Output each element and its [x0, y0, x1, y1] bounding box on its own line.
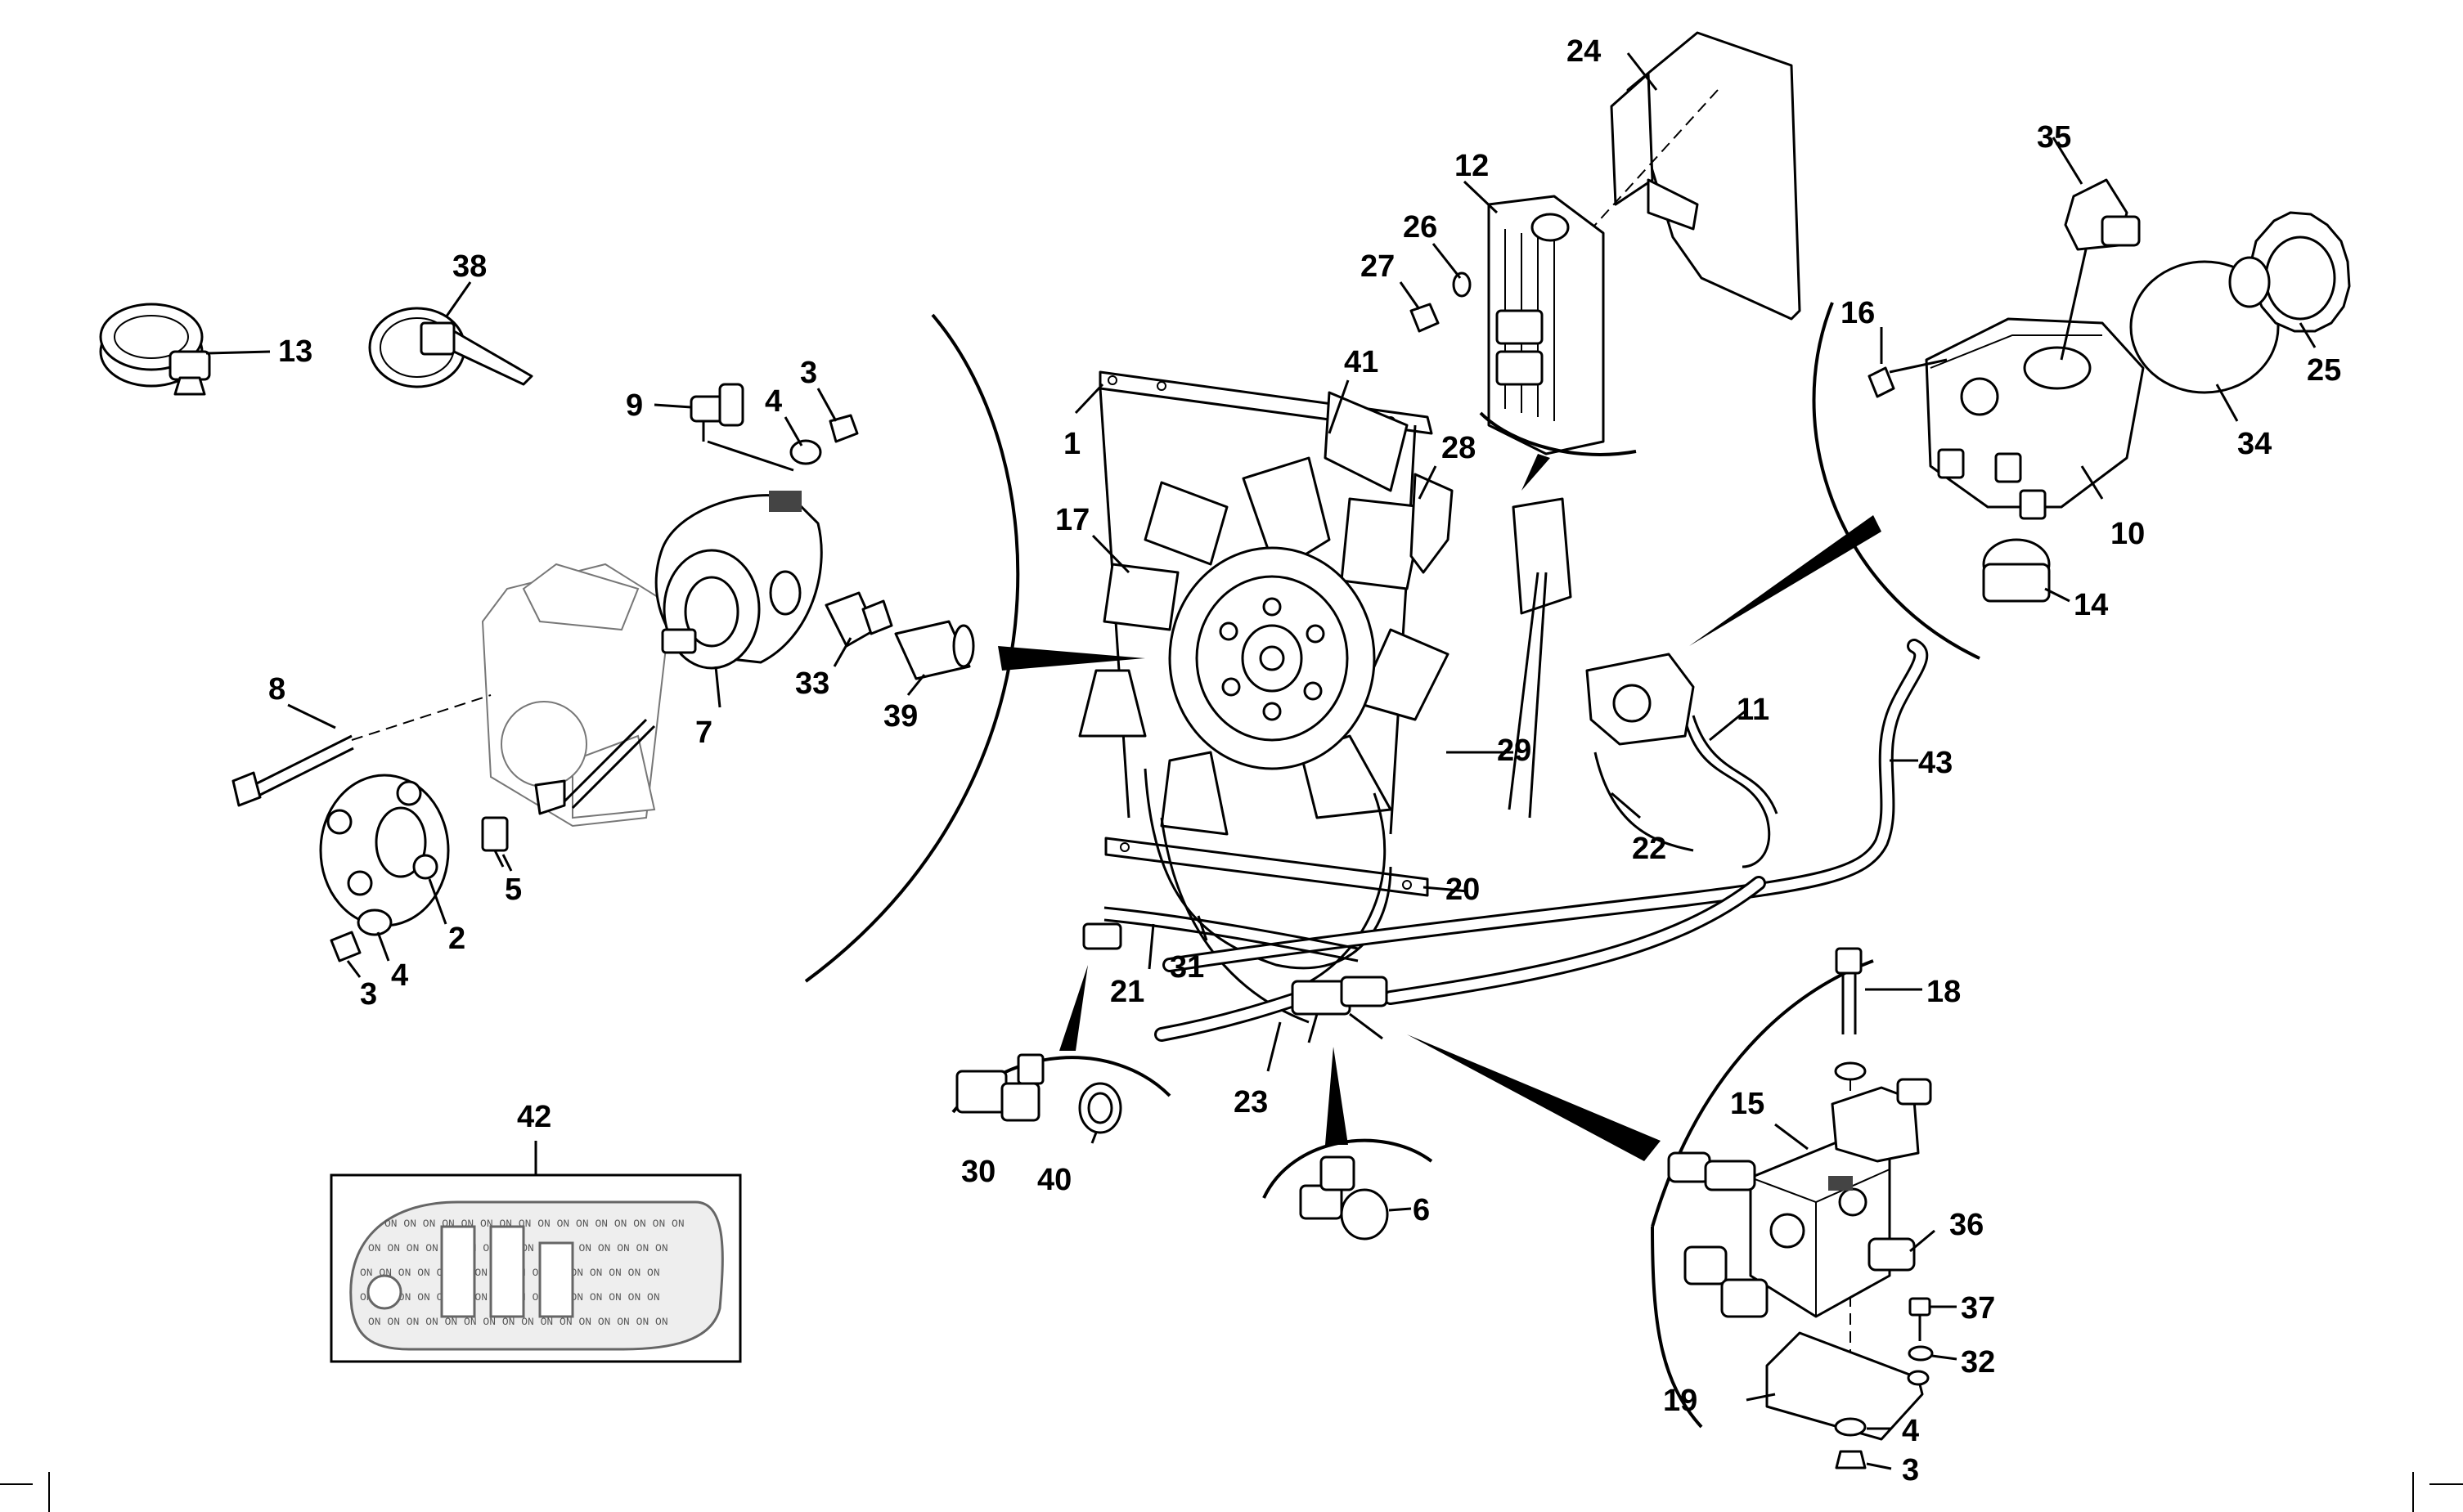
callout-11: 11 [1737, 693, 1769, 727]
fitting-detail-30-40 [951, 1053, 1171, 1134]
callout-37: 37 [1961, 1291, 1995, 1326]
fitting-detail-6 [1262, 1138, 1433, 1241]
callout-26: 26 [1403, 210, 1437, 245]
crop-marks [0, 1472, 2463, 1512]
callout-38: 38 [452, 249, 487, 284]
leader-lines [205, 52, 2317, 1470]
callout-3-bottom: 3 [360, 977, 377, 1012]
callout-5: 5 [505, 873, 522, 907]
callout-41: 41 [1344, 345, 1378, 379]
callout-6: 6 [1413, 1193, 1430, 1227]
callout-40: 40 [1037, 1163, 1072, 1197]
callout-33: 33 [795, 666, 829, 701]
controller-assembly [1409, 31, 1801, 456]
callout-8: 8 [268, 672, 285, 707]
right-pump-detail [1812, 178, 2351, 660]
callout-10: 10 [2110, 517, 2145, 551]
callout-4-bottom: 4 [391, 958, 408, 993]
callout-2: 2 [448, 922, 465, 956]
callout-31: 31 [1170, 950, 1204, 985]
valve-block-detail [1651, 947, 1934, 1469]
callout-21: 21 [1110, 975, 1144, 1009]
callout-1: 1 [1063, 427, 1081, 461]
callout-16: 16 [1841, 296, 1875, 330]
callout-36: 36 [1949, 1208, 1984, 1242]
cable-tie-part [368, 307, 533, 388]
callout-18: 18 [1926, 975, 1961, 1009]
callout-12: 12 [1454, 149, 1489, 183]
callout-43: 43 [1918, 746, 1953, 780]
callout-24: 24 [1566, 34, 1601, 69]
decal-pattern-text: ON ON ON ON ON ON ON ON ON ON ON ON ON O… [384, 1218, 685, 1230]
engine-fan-assembly [1059, 370, 1929, 1161]
callout-9: 9 [626, 388, 643, 423]
callout-23: 23 [1234, 1085, 1268, 1119]
left-pump-assembly [231, 313, 1145, 983]
callout-39: 39 [883, 699, 918, 734]
callout-25: 25 [2307, 353, 2341, 388]
hose-clamp-part [99, 303, 211, 396]
callout-22: 22 [1632, 832, 1666, 866]
callout-20: 20 [1445, 873, 1480, 907]
callout-28: 28 [1441, 431, 1476, 465]
callout-13: 13 [278, 334, 312, 369]
callout-4-right: 4 [1902, 1414, 1919, 1448]
callout-27: 27 [1360, 249, 1395, 284]
callout-30: 30 [961, 1155, 996, 1189]
callout-35: 35 [2037, 120, 2071, 155]
callout-7: 7 [695, 716, 712, 750]
callout-4-top: 4 [765, 384, 782, 419]
callout-3-top: 3 [800, 356, 817, 390]
callout-labels: 13 38 9 4 3 8 7 33 39 5 2 4 3 1 41 17 28… [268, 34, 2341, 1487]
callout-15: 15 [1730, 1087, 1764, 1121]
callout-19: 19 [1663, 1384, 1697, 1418]
callout-14: 14 [2074, 588, 2108, 622]
callout-42: 42 [517, 1100, 551, 1134]
callout-3-right: 3 [1902, 1453, 1919, 1487]
callout-32: 32 [1961, 1345, 1995, 1380]
decal-pattern-text: ON ON ON ON ON ON ON ON ON ON ON ON ON O… [368, 1316, 668, 1328]
callout-29: 29 [1497, 734, 1531, 768]
callout-17: 17 [1055, 503, 1090, 537]
callout-34: 34 [2237, 427, 2272, 461]
decal-42: ON ON ON ON ON ON ON ON ON ON ON ON ON O… [330, 1173, 742, 1363]
